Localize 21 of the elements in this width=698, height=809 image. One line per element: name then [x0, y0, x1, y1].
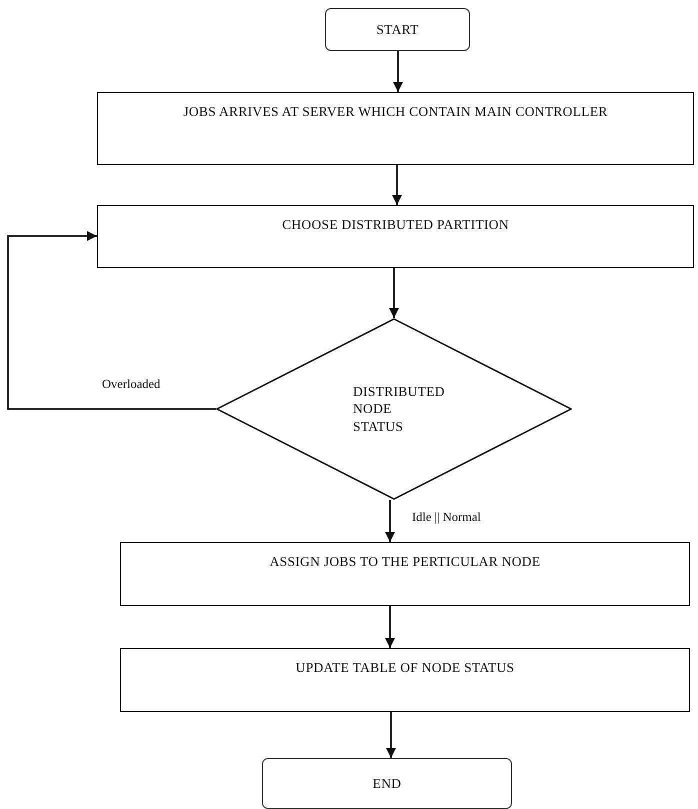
- arrow: [389, 268, 399, 318]
- process-box: [97, 92, 694, 165]
- arrow: [393, 51, 403, 92]
- node-text: UPDATE TABLE OF NODE STATUS: [296, 659, 514, 677]
- node-text: JOBS ARRIVES AT SERVER WHICH CONTAIN MAIN CONTROLLER: [183, 103, 608, 121]
- edge-label: Idle || Normal: [412, 510, 481, 525]
- arrow: [385, 606, 395, 648]
- node-text: START: [376, 20, 419, 38]
- arrow: [386, 712, 396, 758]
- process-box: [97, 205, 694, 268]
- node-text: ASSIGN JOBS TO THE PERTICULAR NODE: [270, 553, 540, 571]
- node-text: DISTRIBUTED NODE STATUS: [353, 382, 445, 436]
- node-text: END: [372, 774, 402, 792]
- arrow: [392, 165, 402, 205]
- node-text: CHOOSE DISTRIBUTED PARTITION: [282, 216, 509, 234]
- process-box: [120, 542, 690, 606]
- terminal-box: [262, 758, 512, 809]
- arrow: [385, 500, 395, 542]
- process-box: [120, 648, 690, 712]
- arrow: [7, 231, 216, 410]
- terminal-box: [325, 8, 470, 51]
